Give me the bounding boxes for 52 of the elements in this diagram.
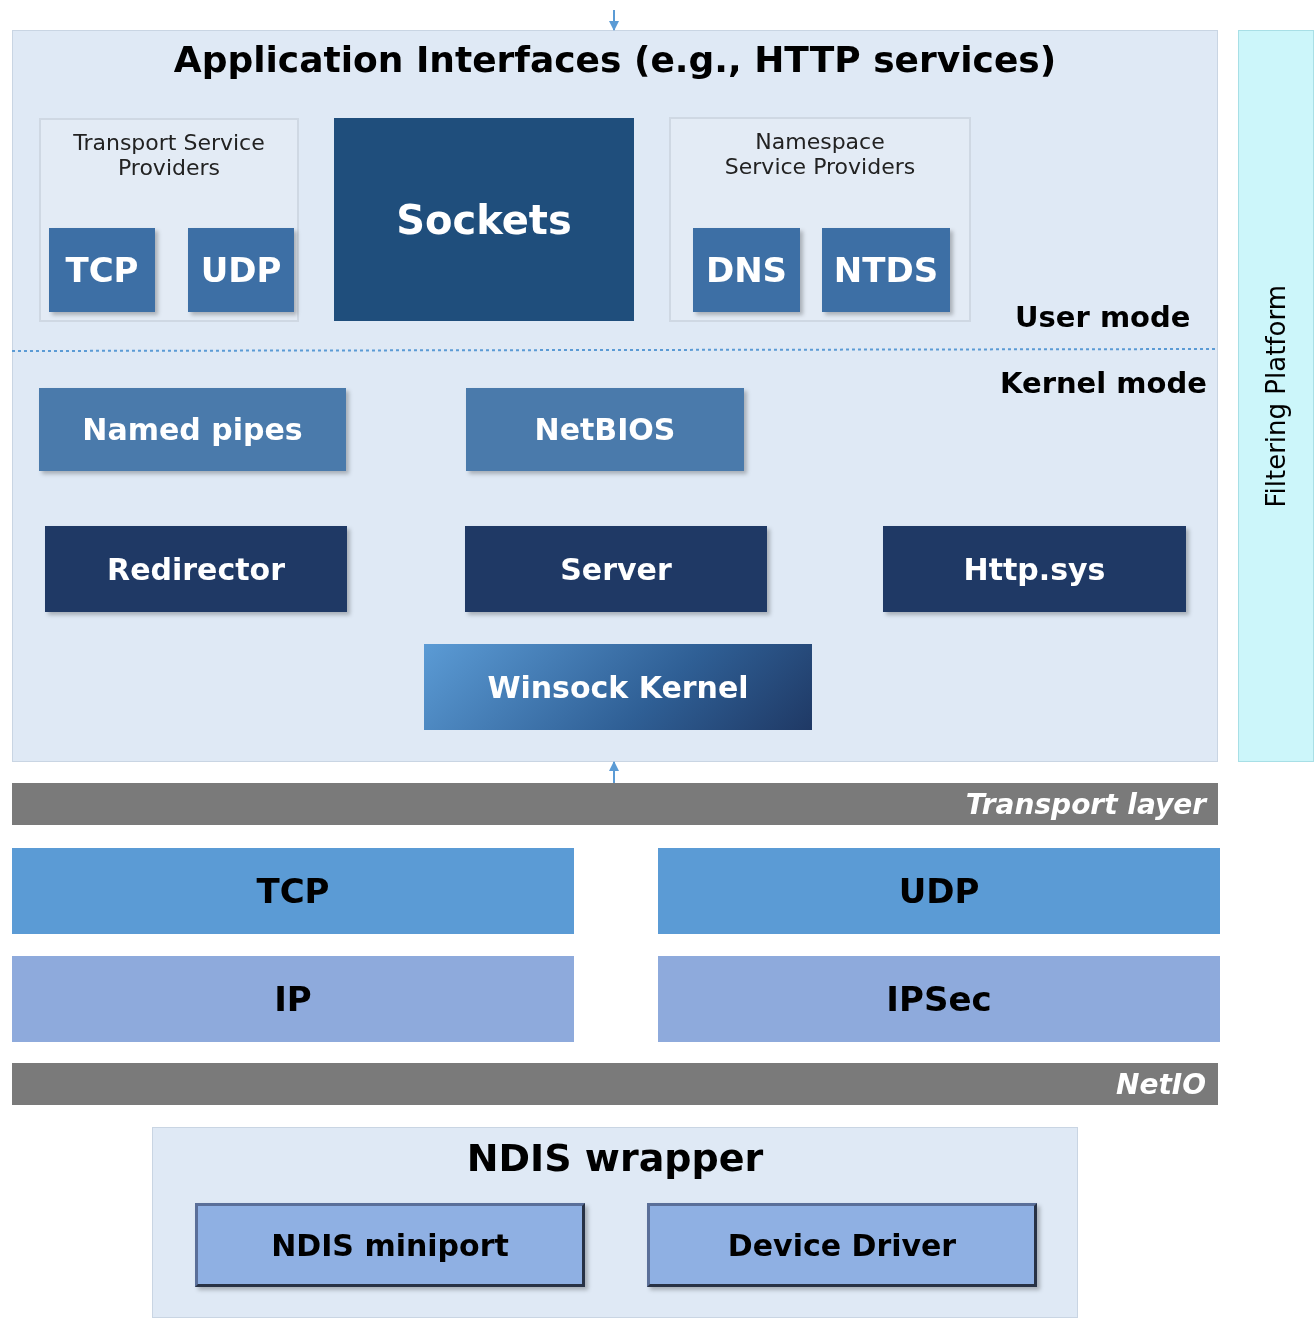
- component-box: [45, 526, 347, 612]
- box-label: NDIS miniport: [271, 1227, 509, 1263]
- component-box: [49, 228, 155, 312]
- panel-heading: Application Interfaces (e.g., HTTP services): [173, 39, 1057, 80]
- box-label: IP: [274, 979, 312, 1019]
- side-panel: [1238, 30, 1314, 762]
- component-box: [693, 228, 800, 312]
- component-box: [424, 644, 812, 730]
- box-label: UDP: [898, 871, 980, 911]
- box-label: NetIO: [1115, 1067, 1206, 1101]
- box-label: Filtering Platform: [1261, 284, 1291, 508]
- box-label: Server: [560, 551, 672, 587]
- component-box: [39, 388, 346, 471]
- protocol-box: [658, 848, 1220, 934]
- group-heading: Namespace Service Providers: [723, 129, 917, 179]
- box-label: NetBIOS: [534, 412, 676, 447]
- box-label: Transport layer: [965, 787, 1206, 821]
- box-label: NTDS: [833, 250, 939, 290]
- component-box: [465, 526, 767, 612]
- box-label: Redirector: [107, 551, 285, 587]
- layer-bar: [12, 783, 1218, 825]
- box-label: Sockets: [396, 196, 572, 243]
- group-heading: Transport Service Providers: [72, 130, 266, 180]
- box-label: Http.sys: [963, 551, 1106, 587]
- box-label: IPSec: [886, 979, 992, 1019]
- box-label: TCP: [65, 250, 139, 290]
- arrow: [609, 761, 619, 784]
- group-panel: [669, 117, 971, 322]
- mode-label: User mode: [1015, 300, 1191, 334]
- box-label: UDP: [200, 250, 282, 290]
- arrow: [609, 9, 619, 31]
- mode-label: Kernel mode: [1000, 366, 1207, 400]
- component-box: [466, 388, 744, 471]
- panel-heading: NDIS wrapper: [466, 1136, 764, 1180]
- layer-bar: [12, 1063, 1218, 1105]
- box-label: Winsock Kernel: [487, 669, 749, 705]
- group-panel: [39, 118, 299, 322]
- component-box: [647, 1203, 1037, 1287]
- component-box: [195, 1203, 585, 1287]
- component-box: [822, 228, 950, 312]
- protocol-box: [12, 848, 574, 934]
- component-box: [188, 228, 294, 312]
- layer-panel: [12, 30, 1218, 762]
- box-label: Named pipes: [82, 412, 303, 447]
- protocol-box: [658, 956, 1220, 1042]
- box-label: TCP: [256, 871, 330, 911]
- box-label: Device Driver: [727, 1227, 957, 1263]
- component-box: [883, 526, 1186, 612]
- protocol-box: [12, 956, 574, 1042]
- box-label: DNS: [705, 250, 788, 290]
- layer-panel: [152, 1127, 1078, 1318]
- component-box: [334, 118, 634, 321]
